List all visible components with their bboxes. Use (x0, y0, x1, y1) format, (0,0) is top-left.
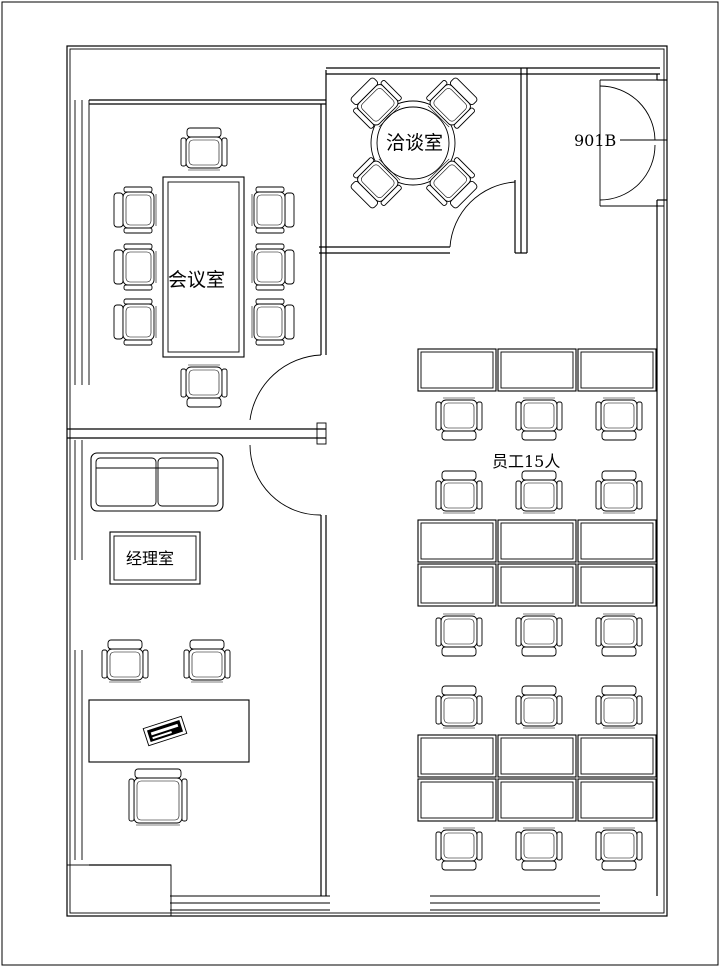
left-windows (74, 100, 90, 860)
meeting-chairs (113, 127, 295, 408)
chair-icon (595, 397, 643, 441)
staff-chairs (435, 397, 643, 871)
chair-icon (595, 685, 643, 729)
chair-icon (595, 827, 643, 871)
outer-walls (66, 45, 668, 917)
chair-icon (595, 613, 643, 657)
chair-icon (426, 157, 478, 209)
staff-area-label: 员工15人 (492, 452, 560, 471)
chair-icon (515, 827, 563, 871)
chair-icon (183, 639, 231, 683)
chair-icon (515, 613, 563, 657)
chair-icon (515, 470, 563, 514)
meeting-room-label: 会议室 (168, 269, 225, 291)
interior-walls (67, 67, 667, 896)
chair-icon (435, 685, 483, 729)
negotiation-room-label: 洽谈室 (386, 132, 443, 154)
chair-icon (435, 827, 483, 871)
chair-icon (350, 77, 402, 129)
chair-icon (128, 768, 188, 826)
chair-icon (251, 243, 295, 291)
chair-icon (113, 243, 157, 291)
staff-desks (417, 348, 657, 822)
chair-icon (251, 186, 295, 234)
chair-icon (113, 298, 157, 346)
unit-number-label: 901B (574, 131, 616, 150)
chair-icon (595, 470, 643, 514)
keyboard (142, 715, 188, 747)
chair-icon (180, 364, 228, 408)
manager-sofa (90, 452, 224, 512)
chair-icon (515, 397, 563, 441)
chair-icon (113, 186, 157, 234)
bottom-windows (66, 864, 600, 917)
chair-icon (180, 127, 228, 171)
chair-icon (435, 397, 483, 441)
chair-icon (435, 613, 483, 657)
chair-icon (350, 157, 402, 209)
chair-icon (101, 639, 149, 683)
manager-sign (109, 531, 201, 585)
manager-room-label: 经理室 (126, 549, 174, 568)
meeting-table (162, 176, 245, 358)
chair-icon (251, 298, 295, 346)
chair-icon (426, 77, 478, 129)
negotiation-table-set (350, 77, 478, 209)
chair-icon (515, 685, 563, 729)
manager-chairs (101, 639, 231, 826)
doors (249, 85, 667, 516)
chair-icon (435, 470, 483, 514)
